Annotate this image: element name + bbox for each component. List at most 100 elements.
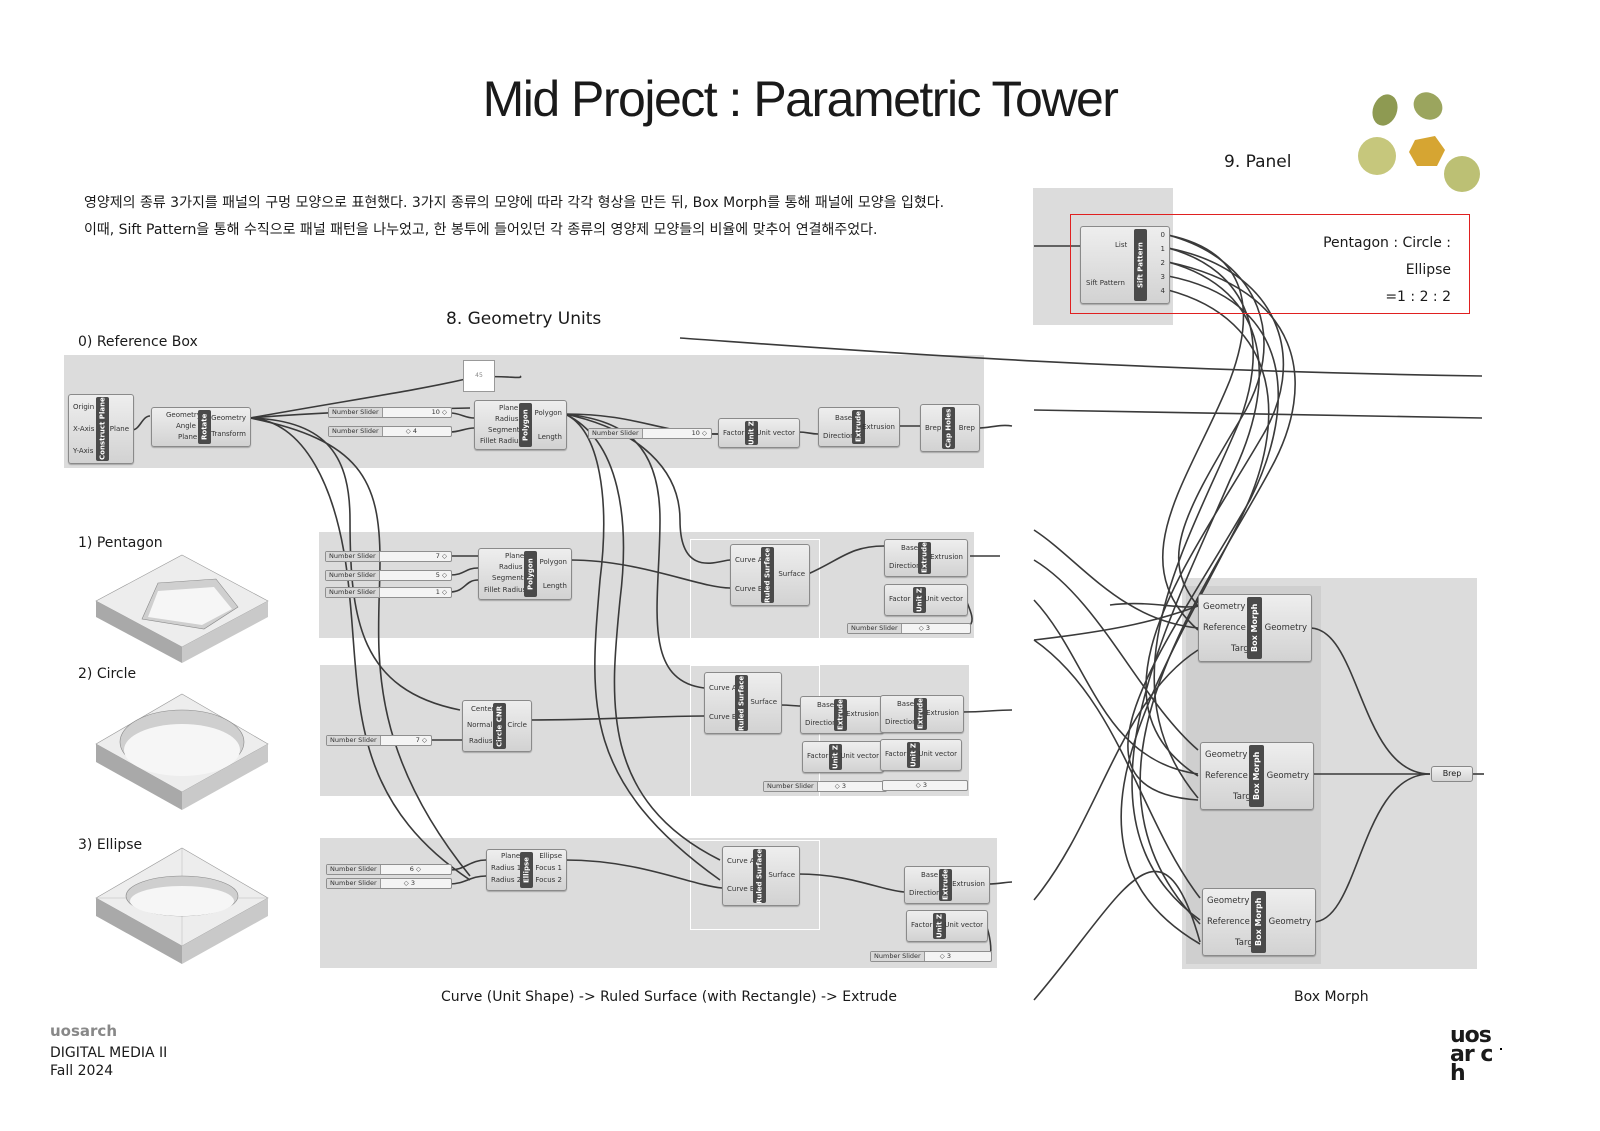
slider-ref-radius[interactable]: Number Slider 10 ◇ <box>328 407 452 418</box>
ruled-surface-node-circle[interactable]: Curve A Curve B Ruled Surface Surface <box>704 672 782 734</box>
slider-pent-height[interactable]: Number Slider ◇ 3 <box>847 623 971 634</box>
output-focus-1[interactable]: Focus 1 <box>535 864 562 872</box>
slider-ellipse-height[interactable]: Number Slider ◇ 3 <box>870 951 992 962</box>
slider-ref-height[interactable]: Number Slider 10 ◇ <box>588 428 712 439</box>
input-normal[interactable]: Normal <box>467 721 493 729</box>
input-base[interactable]: Base <box>921 871 939 879</box>
input-geometry[interactable]: Geometry <box>1203 602 1246 612</box>
input-factor[interactable]: Factor <box>885 750 907 758</box>
input-base[interactable]: Base <box>897 700 915 708</box>
output-extrusion[interactable]: Extrusion <box>846 710 879 718</box>
slider-pent-radius[interactable]: Number Slider 7 ◇ <box>325 551 452 562</box>
output-transform[interactable]: Transform <box>211 430 246 438</box>
output-2[interactable]: 2 <box>1160 259 1165 267</box>
angle-panel[interactable]: 45 <box>463 360 495 392</box>
input-target[interactable]: Target <box>1233 792 1260 802</box>
input-segments[interactable]: Segments <box>488 426 524 434</box>
input-brep[interactable]: Brep <box>925 424 942 432</box>
output-circle[interactable]: Circle <box>507 721 527 729</box>
input-plane[interactable]: Plane <box>178 433 198 441</box>
input-base[interactable]: Base <box>835 414 853 422</box>
input-base[interactable]: Base <box>901 544 919 552</box>
output-unit-vector[interactable]: Unit vector <box>944 921 983 929</box>
input-list[interactable]: List <box>1115 241 1128 249</box>
input-curve-a[interactable]: Curve A <box>709 684 737 692</box>
slider-pent-segments[interactable]: Number Slider 5 ◇ <box>325 570 452 581</box>
output-geometry[interactable]: Geometry <box>1266 771 1309 781</box>
input-factor[interactable]: Factor <box>911 921 933 929</box>
ruled-surface-node-pentagon[interactable]: Curve A Curve B Ruled Surface Surface <box>730 544 810 606</box>
output-length[interactable]: Length <box>542 582 567 590</box>
output-ellipse[interactable]: Ellipse <box>539 852 562 860</box>
input-x-axis[interactable]: X-Axis <box>73 425 95 433</box>
extrude-node-ellipse[interactable]: Base Direction Extrude Extrusion <box>904 866 990 904</box>
sift-pattern-node[interactable]: List Sift Pattern Sift Pattern 0 1 2 3 4 <box>1080 226 1170 304</box>
polygon-node-ref[interactable]: Plane Radius Segments Fillet Radius Poly… <box>474 400 567 450</box>
output-unit-vector[interactable]: Unit vector <box>924 595 963 603</box>
input-direction[interactable]: Direction <box>885 718 917 726</box>
slider-pent-fillet[interactable]: Number Slider 1 ◇ <box>325 587 452 598</box>
input-factor[interactable]: Factor <box>807 752 829 760</box>
polygon-node-pentagon[interactable]: Plane Radius Segments Fillet Radius Poly… <box>478 548 572 600</box>
input-geometry[interactable]: Geometry <box>1205 750 1248 760</box>
unit-z-node-circle-a[interactable]: Factor Unit Z Unit vector <box>802 741 884 773</box>
input-reference[interactable]: Reference <box>1203 623 1246 633</box>
output-surface[interactable]: Surface <box>778 570 805 578</box>
box-morph-node-2[interactable]: Geometry Reference Target Box Morph Geom… <box>1200 742 1314 810</box>
input-geometry[interactable]: Geometry <box>166 411 201 419</box>
input-direction[interactable]: Direction <box>909 889 941 897</box>
output-polygon[interactable]: Polygon <box>534 409 562 417</box>
input-direction[interactable]: Direction <box>823 432 855 440</box>
input-curve-b[interactable]: Curve B <box>735 585 763 593</box>
input-direction[interactable]: Direction <box>889 562 921 570</box>
input-segments[interactable]: Segments <box>492 574 528 582</box>
output-unit-vector[interactable]: Unit vector <box>918 750 957 758</box>
output-extrusion[interactable]: Extrusion <box>862 423 895 431</box>
brep-param[interactable]: Brep <box>1431 766 1473 782</box>
output-unit-vector[interactable]: Unit vector <box>756 429 795 437</box>
input-curve-b[interactable]: Curve B <box>727 885 755 893</box>
input-center[interactable]: Center <box>471 705 495 713</box>
input-curve-a[interactable]: Curve A <box>735 556 763 564</box>
slider-circle-height-a[interactable]: Number Slider ◇ 3 <box>763 781 887 792</box>
unit-z-node-ref[interactable]: Factor Unit Z Unit vector <box>718 418 800 448</box>
output-extrusion[interactable]: Extrusion <box>926 709 959 717</box>
input-reference[interactable]: Reference <box>1205 771 1248 781</box>
circle-cnr-node[interactable]: Center Normal Radius Circle CNR Circle <box>462 700 532 752</box>
input-plane[interactable]: Plane <box>501 852 521 860</box>
unit-z-node-circle-b[interactable]: Factor Unit Z Unit vector <box>880 739 962 771</box>
output-geometry[interactable]: Geometry <box>211 414 246 422</box>
rotate-node[interactable]: Geometry Angle Plane Rotate Geometry Tra… <box>151 407 251 447</box>
input-geometry[interactable]: Geometry <box>1207 896 1250 906</box>
output-surface[interactable]: Surface <box>768 871 795 879</box>
construct-plane-node[interactable]: Origin X-Axis Y-Axis Construct Plane Pla… <box>68 394 134 464</box>
input-radius[interactable]: Radius <box>469 737 493 745</box>
input-target[interactable]: Target <box>1231 644 1258 654</box>
output-0[interactable]: 0 <box>1160 231 1165 239</box>
slider-ellipse-radius2[interactable]: Number Slider ◇ 3 <box>326 878 452 889</box>
input-target[interactable]: Target <box>1235 938 1262 948</box>
extrude-node-circle-b[interactable]: Base Direction Extrude Extrusion <box>880 695 964 733</box>
input-radius-1[interactable]: Radius 1 <box>491 864 522 872</box>
output-plane[interactable]: Plane <box>109 425 129 433</box>
output-geometry[interactable]: Geometry <box>1264 623 1307 633</box>
cap-holes-node[interactable]: Brep Cap Holes Brep <box>920 404 980 452</box>
extrude-node-circle-a[interactable]: Base Direction Extrude Extrusion <box>800 696 884 734</box>
output-length[interactable]: Length <box>537 433 562 441</box>
input-angle[interactable]: Angle <box>176 422 196 430</box>
extrude-node-ref[interactable]: Base Direction Extrude Extrusion <box>818 407 900 447</box>
output-unit-vector[interactable]: Unit vector <box>840 752 879 760</box>
output-focus-2[interactable]: Focus 2 <box>535 876 562 884</box>
unit-z-node-pentagon[interactable]: Factor Unit Z Unit vector <box>884 584 968 616</box>
input-y-axis[interactable]: Y-Axis <box>73 447 94 455</box>
input-curve-b[interactable]: Curve B <box>709 713 737 721</box>
input-direction[interactable]: Direction <box>805 719 837 727</box>
box-morph-node-1[interactable]: Geometry Reference Target Box Morph Geom… <box>1198 594 1312 662</box>
slider-circle-radius[interactable]: Number Slider 7 ◇ <box>326 735 432 746</box>
extrude-node-pentagon[interactable]: Base Direction Extrude Extrusion <box>884 539 968 577</box>
output-extrusion[interactable]: Extrusion <box>952 880 985 888</box>
ruled-surface-node-ellipse[interactable]: Curve A Curve B Ruled Surface Surface <box>722 846 800 906</box>
output-geometry[interactable]: Geometry <box>1268 917 1311 927</box>
box-morph-node-3[interactable]: Geometry Reference Target Box Morph Geom… <box>1202 888 1316 956</box>
unit-z-node-ellipse[interactable]: Factor Unit Z Unit vector <box>906 910 988 942</box>
